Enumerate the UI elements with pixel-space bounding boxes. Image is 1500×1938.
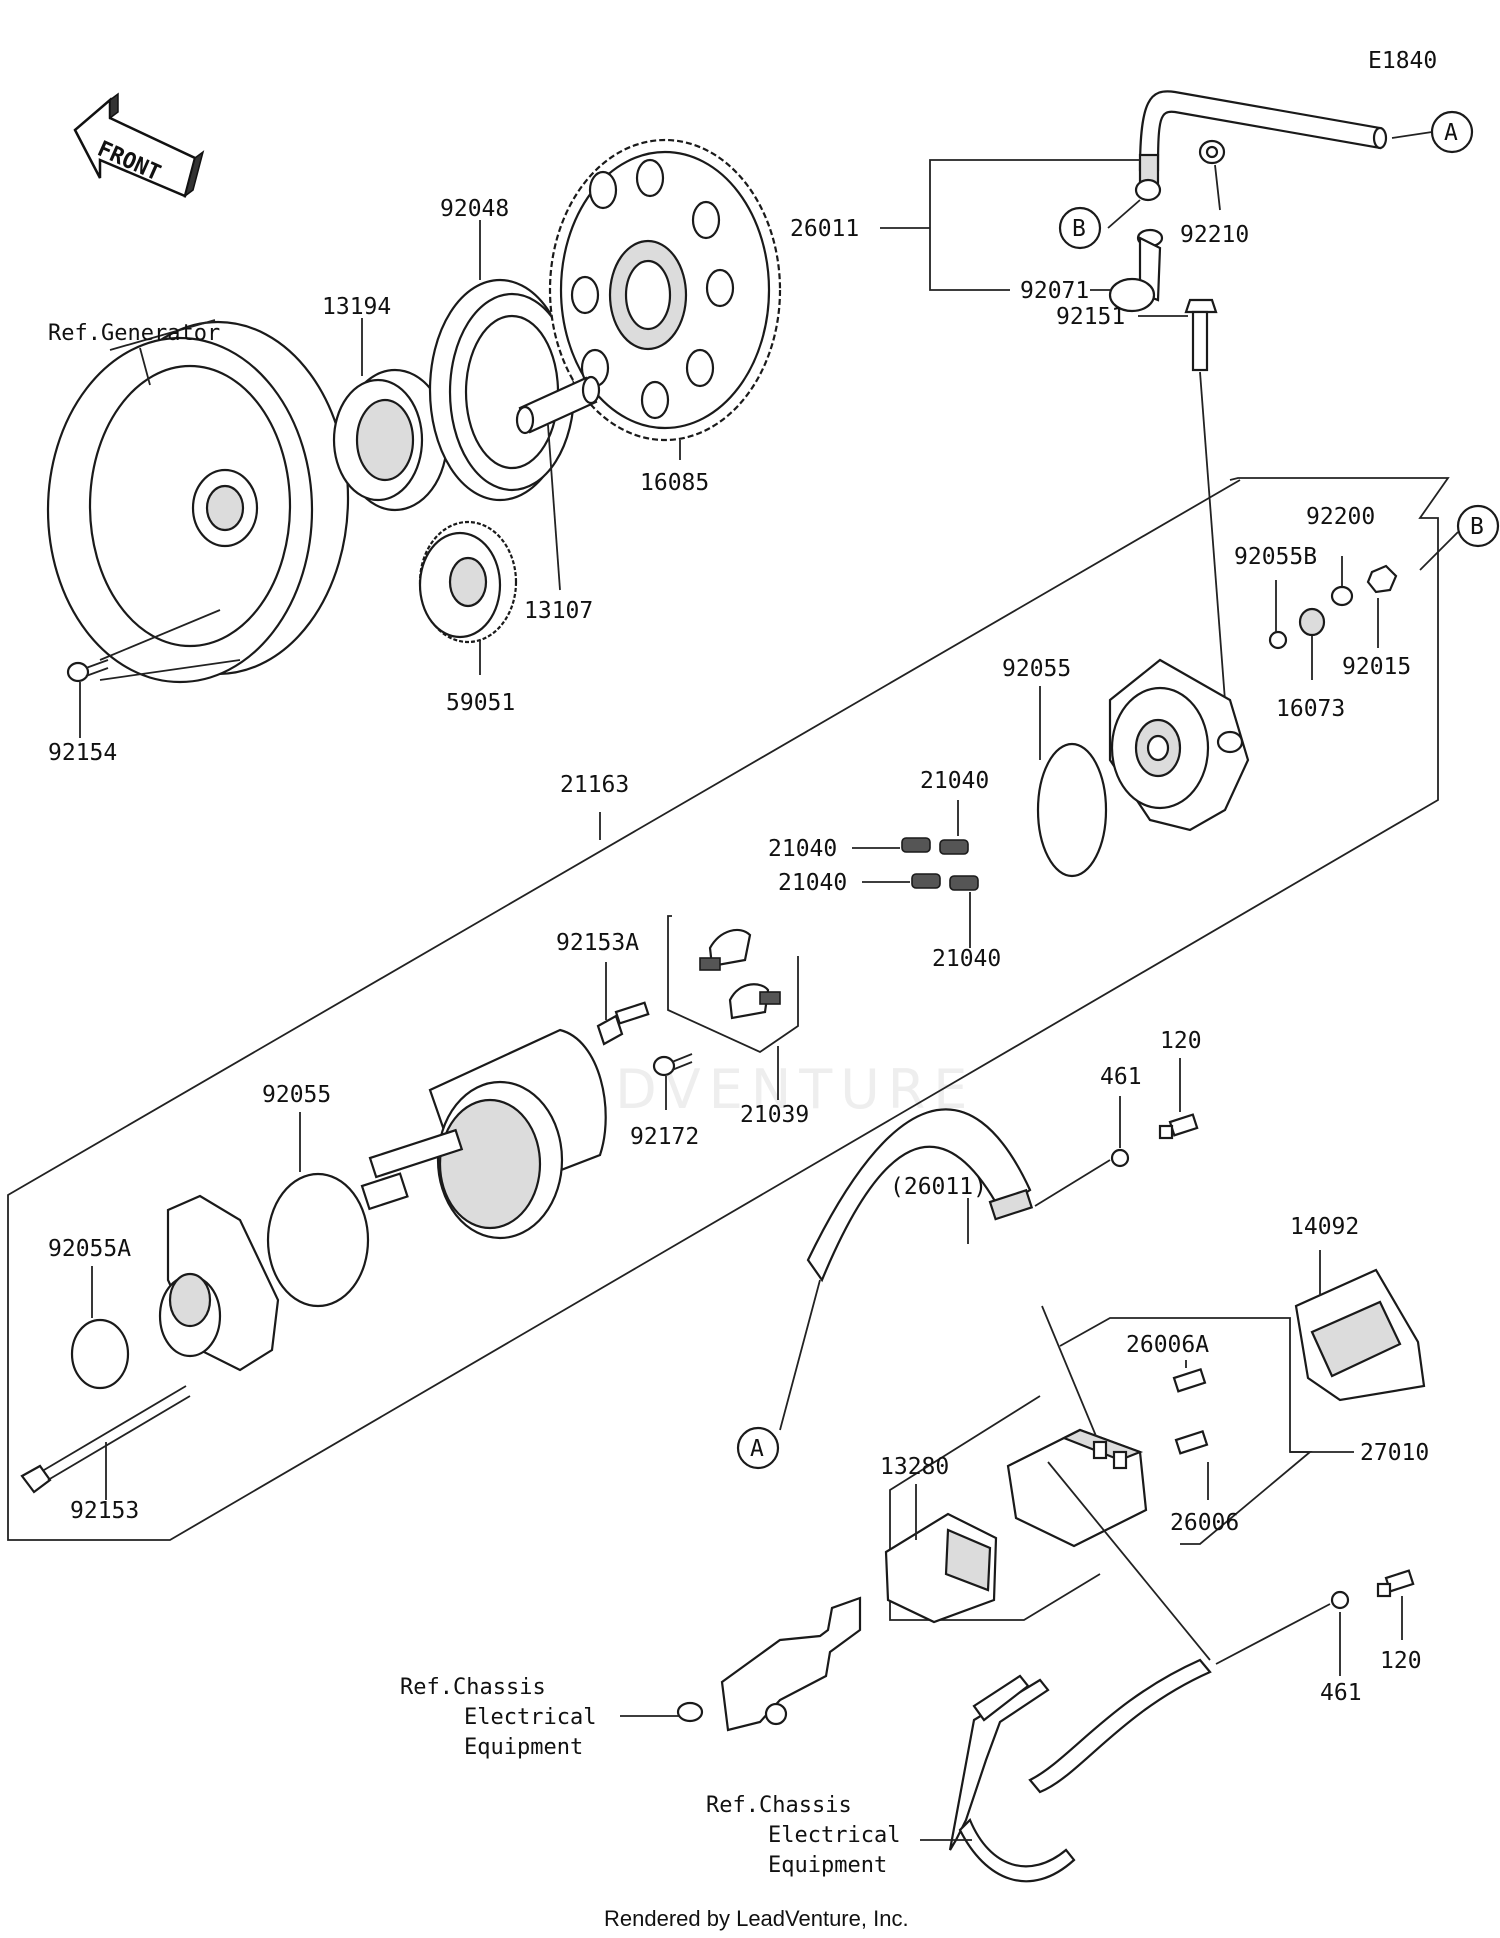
o-ring-92055-top <box>1036 742 1108 878</box>
part-92055B: 92055B <box>1234 544 1317 570</box>
front-arrow-icon: FRONT <box>73 92 205 198</box>
ref-chassis-2-line1: Ref.Chassis <box>706 1793 852 1818</box>
part-26011-paren: (26011) <box>890 1174 987 1200</box>
relay-13280 <box>884 1512 998 1624</box>
part-26006A: 26006A <box>1126 1332 1209 1358</box>
washer-461-bottom <box>1330 1590 1350 1610</box>
washer-461-top <box>1110 1148 1130 1168</box>
callout-a-top-label: A <box>1444 120 1458 146</box>
part-16073: 16073 <box>1276 696 1345 722</box>
part-27010: 27010 <box>1360 1440 1429 1466</box>
part-13107: 13107 <box>524 598 593 624</box>
callout-a-top <box>1430 110 1474 154</box>
washer-92200 <box>1330 585 1354 607</box>
part-21163: 21163 <box>560 772 629 798</box>
washer-92055b <box>1268 630 1288 650</box>
screw-92153a <box>596 1001 650 1046</box>
part-461-bottom: 461 <box>1320 1680 1362 1706</box>
part-120-bottom: 120 <box>1380 1648 1422 1674</box>
starter-front-cover <box>158 1194 280 1372</box>
ref-chassis-2-line2: Electrical <box>768 1823 900 1848</box>
part-92048: 92048 <box>440 196 509 222</box>
ref-chassis-1-line2: Electrical <box>464 1705 596 1730</box>
relay-bracket <box>676 1596 862 1732</box>
fuse-26006a <box>1172 1367 1207 1393</box>
part-461-top: 461 <box>1100 1064 1142 1090</box>
part-21040-d: 21040 <box>932 946 1001 972</box>
callout-b-top-label: B <box>1072 216 1086 242</box>
starter-gear-16085 <box>548 138 782 442</box>
battery-cable-top <box>1108 90 1388 313</box>
bolt-120-top <box>1158 1113 1199 1140</box>
ref-generator-label: Ref.Generator <box>48 321 220 346</box>
part-26011: 26011 <box>790 216 859 242</box>
relay-cover-14092 <box>1294 1268 1426 1402</box>
bolt-92153 <box>20 1385 191 1494</box>
part-92055-mid: 92055 <box>262 1082 331 1108</box>
ref-chassis-1-line1: Ref.Chassis <box>400 1675 546 1700</box>
part-120-top: 120 <box>1160 1028 1202 1054</box>
part-21040-a: 21040 <box>920 768 989 794</box>
starter-armature-yoke <box>360 1028 607 1240</box>
ref-chassis-1-line3: Equipment <box>464 1735 583 1760</box>
callout-b-right-label: B <box>1470 514 1484 540</box>
starter-rear-cover <box>1108 658 1250 832</box>
bolt-120-bottom <box>1376 1569 1415 1598</box>
starter-cable-26011 <box>806 1108 1034 1283</box>
callout-b-top <box>1058 206 1102 250</box>
diagram-code: E1840 <box>1368 48 1437 74</box>
part-14092: 14092 <box>1290 1214 1359 1240</box>
part-21040-c: 21040 <box>778 870 847 896</box>
part-59051: 59051 <box>446 690 515 716</box>
bolt-92151 <box>1184 298 1218 372</box>
collar-16073 <box>1298 607 1326 637</box>
idle-gear-59051 <box>418 520 518 644</box>
generator-rotor <box>46 319 350 684</box>
part-92210: 92210 <box>1180 222 1249 248</box>
fuse-26006 <box>1174 1429 1209 1455</box>
part-92055-top: 92055 <box>1002 656 1071 682</box>
part-13194: 13194 <box>322 294 391 320</box>
bolt-92154 <box>66 659 109 683</box>
brush-springs-21040 <box>901 837 979 891</box>
part-92071: 92071 <box>1020 278 1089 304</box>
part-92153: 92153 <box>70 1498 139 1524</box>
part-92015: 92015 <box>1342 654 1411 680</box>
screw-92172 <box>652 1053 693 1077</box>
o-ring-92055-mid <box>266 1172 370 1308</box>
ref-chassis-2-line3: Equipment <box>768 1853 887 1878</box>
part-92055A: 92055A <box>48 1236 131 1262</box>
brush-holder-21039 <box>699 928 781 1020</box>
part-92154: 92154 <box>48 740 117 766</box>
callout-a-bottom <box>736 1426 780 1470</box>
o-ring-92055a <box>70 1318 130 1390</box>
part-21039: 21039 <box>740 1102 809 1128</box>
part-92153A: 92153A <box>556 930 639 956</box>
one-way-clutch-13194 <box>332 368 449 512</box>
shaft-13107 <box>515 375 601 435</box>
callout-b-right <box>1456 504 1500 548</box>
footer-credit: Rendered by LeadVenture, Inc. <box>604 1906 909 1931</box>
part-26006: 26006 <box>1170 1510 1239 1536</box>
part-92200: 92200 <box>1306 504 1375 530</box>
part-92172: 92172 <box>630 1124 699 1150</box>
nut-92015 <box>1366 564 1398 594</box>
starter-relay <box>1006 1428 1148 1548</box>
part-92151: 92151 <box>1056 304 1125 330</box>
part-16085: 16085 <box>640 470 709 496</box>
relay-harness <box>948 1658 1212 1883</box>
callout-a-bottom-label: A <box>750 1436 764 1462</box>
part-21040-b: 21040 <box>768 836 837 862</box>
part-13280: 13280 <box>880 1454 949 1480</box>
